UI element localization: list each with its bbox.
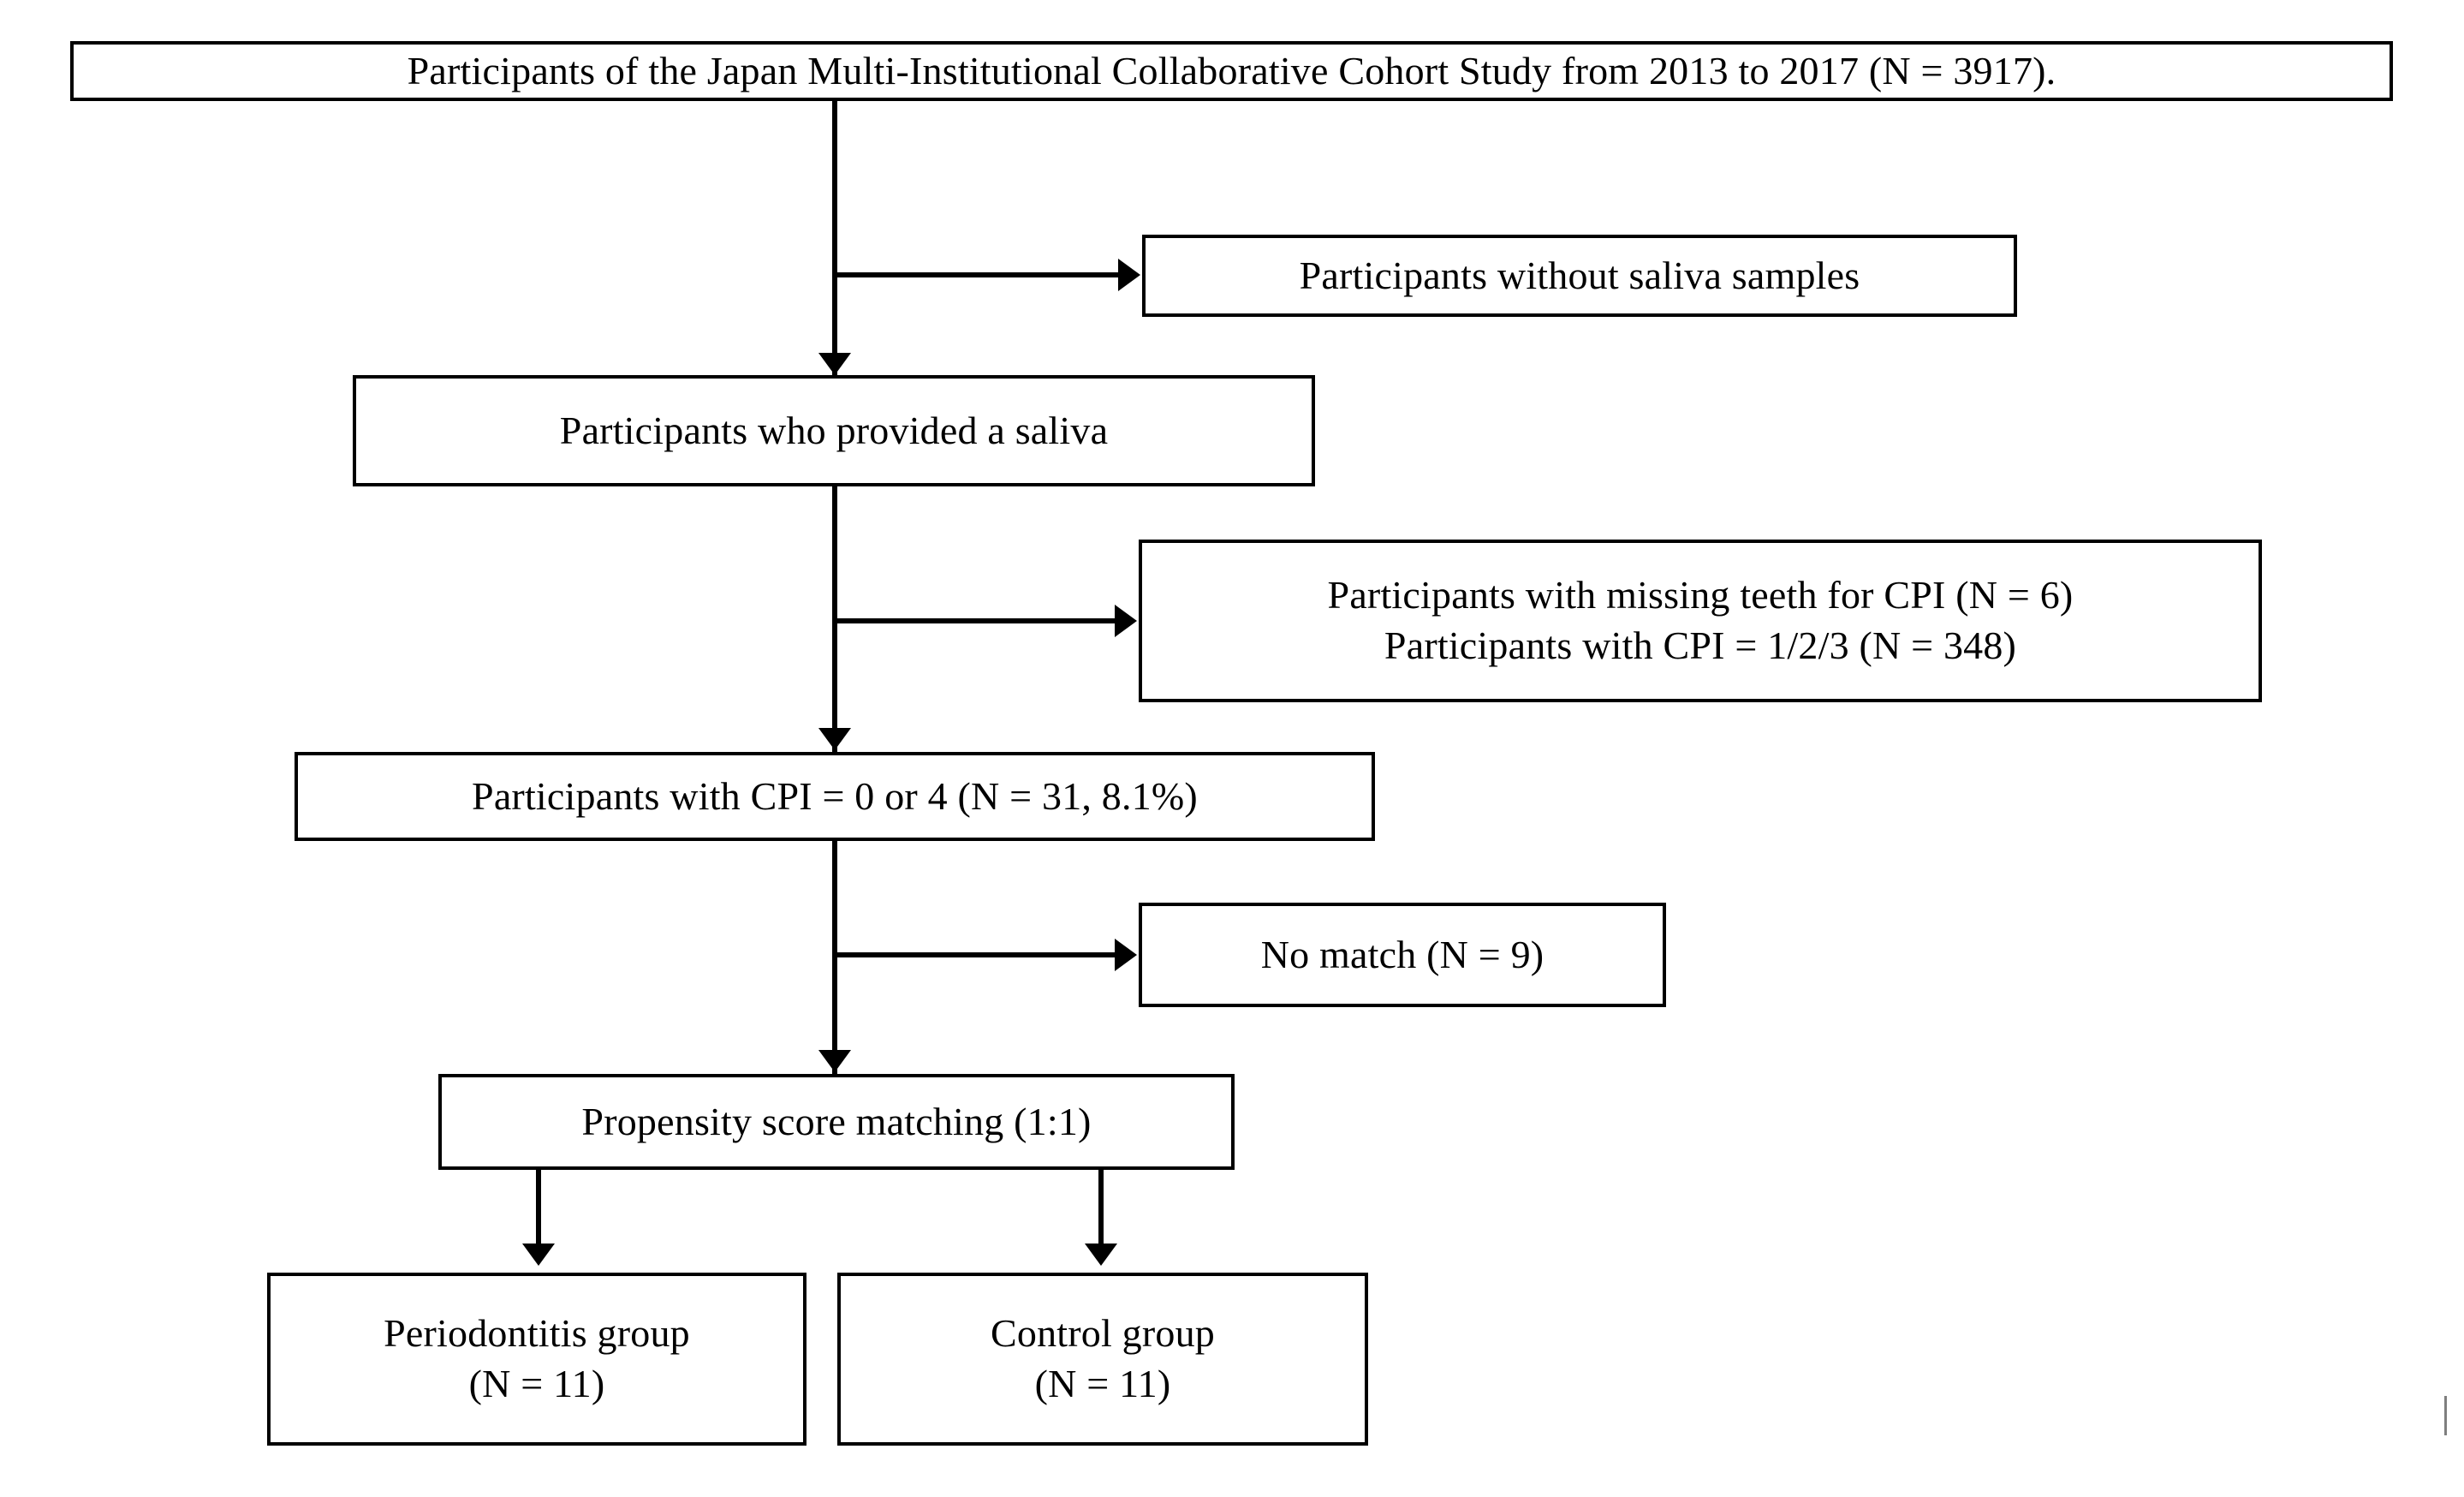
flow-box-control-group-line-2: (N = 11) bbox=[1034, 1362, 1171, 1405]
flow-box-periodontitis-group-line-1: Periodontitis group bbox=[384, 1311, 690, 1356]
flow-box-control-group-line-1: Control group bbox=[991, 1311, 1215, 1356]
connector-cpi04-trunk bbox=[832, 841, 837, 1081]
flow-box-cohort: Participants of the Japan Multi-Institut… bbox=[70, 41, 2393, 101]
arrowhead-psm bbox=[818, 1050, 851, 1072]
flow-box-control-group: Control group (N = 11) bbox=[837, 1273, 1368, 1446]
flow-box-no-match: No match (N = 9) bbox=[1139, 903, 1666, 1007]
flow-box-excluded-cpi-line-1: Participants with missing teeth for CPI … bbox=[1327, 573, 2074, 617]
flow-box-saliva-line-1: Participants who provided a saliva bbox=[559, 408, 1109, 452]
connector-cohort-trunk bbox=[832, 101, 837, 384]
connector-branch-no-saliva bbox=[832, 272, 1123, 277]
flow-box-cpi04: Participants with CPI = 0 or 4 (N = 31, … bbox=[295, 752, 1375, 841]
connector-branch-no-match bbox=[832, 952, 1120, 957]
flow-box-saliva: Participants who provided a saliva bbox=[353, 375, 1315, 486]
flow-box-no-saliva-line-1: Participants without saliva samples bbox=[1299, 253, 1860, 297]
flow-box-psm: Propensity score matching (1:1) bbox=[438, 1074, 1235, 1170]
arrowhead-cpi04 bbox=[818, 728, 851, 750]
flow-box-cohort-line-1: Participants of the Japan Multi-Institut… bbox=[407, 48, 2056, 92]
flow-box-psm-line-1: Propensity score matching (1:1) bbox=[581, 1099, 1092, 1143]
flow-box-no-saliva: Participants without saliva samples bbox=[1142, 235, 2017, 317]
arrowhead-excluded-cpi bbox=[1115, 605, 1137, 637]
flow-box-periodontitis-group-line-2: (N = 11) bbox=[468, 1362, 605, 1405]
flow-box-cpi04-line-1: Participants with CPI = 0 or 4 (N = 31, … bbox=[472, 773, 1198, 818]
flow-box-excluded-cpi: Participants with missing teeth for CPI … bbox=[1139, 540, 2262, 702]
arrowhead-control bbox=[1085, 1244, 1117, 1266]
arrowhead-no-match bbox=[1115, 939, 1137, 971]
arrowhead-perio bbox=[522, 1244, 555, 1266]
flow-box-no-match-line-1: No match (N = 9) bbox=[1260, 932, 1544, 976]
flow-box-periodontitis-group: Periodontitis group (N = 11) bbox=[267, 1273, 806, 1446]
connector-branch-excluded-cpi bbox=[832, 618, 1120, 623]
connector-psm-to-perio bbox=[536, 1170, 541, 1249]
flow-box-excluded-cpi-line-2: Participants with CPI = 1/2/3 (N = 348) bbox=[1384, 623, 2017, 667]
scan-edge-mark bbox=[2444, 1396, 2447, 1435]
arrowhead-saliva bbox=[818, 353, 851, 375]
connector-psm-to-control bbox=[1098, 1170, 1104, 1249]
arrowhead-no-saliva bbox=[1118, 259, 1140, 291]
